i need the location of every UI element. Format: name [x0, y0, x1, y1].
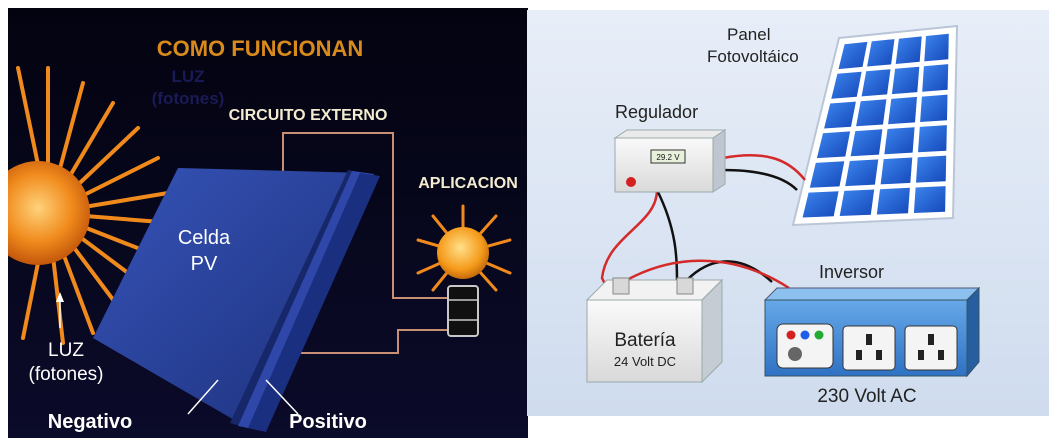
- solar-cell: [880, 157, 913, 185]
- external-circuit-label: CIRCUITO EXTERNO: [229, 107, 388, 124]
- solar-cell: [895, 36, 922, 64]
- regulator-display: [650, 149, 686, 164]
- solar-cell: [916, 155, 947, 183]
- solar-cell: [922, 64, 949, 92]
- solar-cell: [884, 127, 915, 155]
- solar-cell: [867, 39, 895, 67]
- solar-panel-icon: [791, 24, 959, 227]
- faint-light-label: LUZ: [171, 67, 204, 86]
- pv-cell-svg: COMO FUNCIONAN LUZ (fotones) CIRCUITO EX…: [8, 8, 528, 438]
- solar-cell: [891, 66, 920, 95]
- positive-pointer: [265, 379, 299, 415]
- power-outlet-2-icon: [904, 325, 958, 371]
- blue-indicator-icon: [800, 330, 810, 340]
- battery-terminal-positive: [612, 277, 630, 295]
- pv-cell-layer-3: [248, 173, 380, 432]
- regulator-label: Regulador: [615, 102, 698, 122]
- pv-cell-label-line1: Celda: [178, 227, 231, 249]
- inverter-label: Inversor: [819, 262, 884, 282]
- sun-icon: [8, 161, 90, 265]
- power-outlet-1-icon: [842, 325, 896, 371]
- solar-cell: [824, 101, 856, 129]
- solar-system-svg: Panel Fotovoltáico 29.2 V Regulador: [527, 10, 1049, 416]
- diagram-title: COMO FUNCIONAN: [157, 36, 364, 61]
- inverter-knob-icon: [788, 347, 802, 361]
- solar-cell: [845, 159, 879, 187]
- application-label: APLICACION: [418, 175, 518, 192]
- panel-label-line2: Fotovoltáico: [707, 47, 799, 66]
- solar-cell: [861, 69, 891, 97]
- regulator-box: 29.2 V: [613, 129, 727, 193]
- light-label: LUZ: [48, 340, 84, 361]
- positive-label: Positivo: [289, 411, 367, 433]
- red-indicator-icon: [786, 330, 796, 340]
- negative-label: Negativo: [48, 411, 132, 433]
- faint-photons-label: (fotones): [152, 89, 225, 108]
- pv-cell-front: [93, 168, 368, 428]
- battery-spec: 24 Volt DC: [614, 354, 676, 369]
- negative-pointer: [187, 379, 219, 415]
- pv-cell-label-line2: PV: [191, 253, 218, 275]
- wiring: [600, 154, 806, 293]
- pv-cell-diagram: COMO FUNCIONAN LUZ (fotones) CIRCUITO EX…: [8, 8, 528, 438]
- solar-cell: [913, 186, 946, 213]
- light-bulb-icon: [437, 227, 489, 279]
- solar-cell: [888, 96, 917, 125]
- solar-cell: [839, 189, 875, 216]
- solar-cell: [918, 125, 947, 153]
- solar-cell-grid: [802, 33, 949, 218]
- regulator-led-icon: [626, 177, 636, 187]
- panel-label-line1: Panel: [727, 25, 770, 44]
- photons-label: (fotones): [29, 364, 104, 385]
- solar-system-diagram: Panel Fotovoltáico 29.2 V Regulador: [527, 10, 1049, 416]
- inverter-spec: 230 Volt AC: [817, 386, 916, 407]
- solar-cell: [876, 187, 910, 215]
- solar-cell: [831, 71, 862, 99]
- solar-cell: [850, 129, 883, 157]
- bulb-socket: [447, 285, 479, 337]
- battery-terminal-negative: [676, 277, 694, 295]
- green-indicator-icon: [814, 330, 824, 340]
- battery-icon: [585, 277, 724, 384]
- solar-cell: [802, 191, 839, 218]
- solar-cell: [920, 94, 948, 122]
- inverter-icon: [763, 286, 981, 378]
- solar-cell: [856, 99, 887, 127]
- solar-cell: [838, 41, 868, 70]
- battery-label: Batería: [614, 330, 676, 351]
- solar-cell: [809, 161, 845, 188]
- solar-cell: [924, 33, 949, 62]
- solar-cell: [816, 131, 851, 159]
- regulator-display-value: 29.2 V: [656, 153, 680, 162]
